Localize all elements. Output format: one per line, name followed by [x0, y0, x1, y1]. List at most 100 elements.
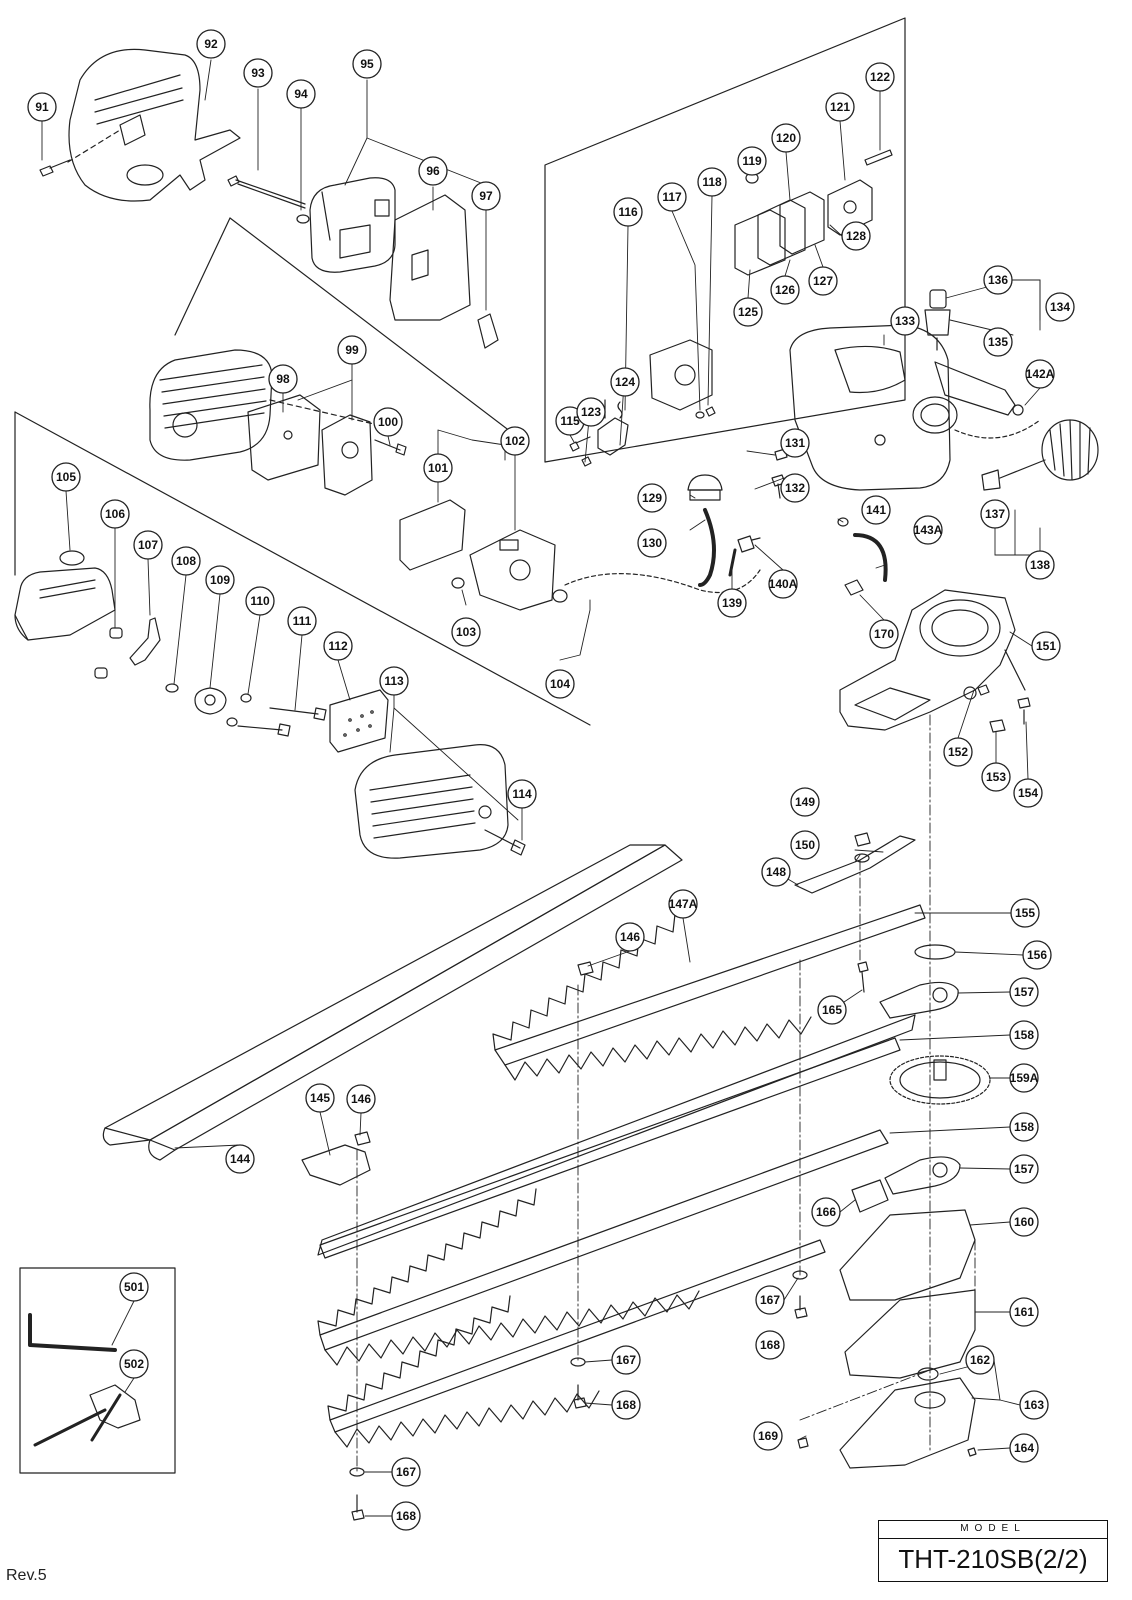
- callout-104: 104: [550, 677, 570, 691]
- callout-circle-107: [133, 530, 163, 560]
- part-110-washer: [240, 693, 252, 703]
- callout-502: 502: [124, 1357, 144, 1371]
- callout-circle-149: [790, 787, 820, 817]
- part-169-screw: [797, 1437, 809, 1449]
- part-168-bolt-b: [573, 1384, 587, 1409]
- part-121-cover: [827, 179, 873, 236]
- part-99-insulator: [321, 414, 373, 496]
- callout-101: 101: [428, 461, 448, 475]
- callout-circle-157-b: [1009, 1154, 1039, 1184]
- callout-162: 162: [970, 1353, 990, 1367]
- callout-circle-136: [983, 265, 1013, 295]
- callout-157-a: 157: [1014, 985, 1034, 999]
- part-93-bolt: [227, 175, 306, 209]
- callout-circle-95: [352, 49, 382, 79]
- part-100-bolt: [374, 439, 407, 456]
- part-105-air-cleaner-case: [14, 550, 116, 641]
- callout-circle-164: [1009, 1433, 1039, 1463]
- callout-135: 135: [988, 335, 1008, 349]
- part-149-nut: [854, 832, 871, 847]
- part-168-bolt-a: [794, 1295, 808, 1319]
- callout-122: 122: [870, 70, 890, 84]
- callout-117: 117: [662, 190, 682, 204]
- callout-158-b: 158: [1014, 1120, 1034, 1134]
- callout-155: 155: [1015, 906, 1035, 920]
- part-158-blade-lower: [317, 1129, 889, 1366]
- part-154-bolt: [1017, 697, 1031, 725]
- callout-circle-118: [697, 167, 727, 197]
- callout-circle-168-b: [611, 1390, 641, 1420]
- part-133-fuel-tank: [789, 324, 958, 491]
- part-lower-blade-2: [327, 1239, 826, 1448]
- callout-161: 161: [1014, 1305, 1034, 1319]
- part-141-grommet: [837, 517, 849, 527]
- callout-circle-114: [507, 779, 537, 809]
- callout-circle-100: [373, 407, 403, 437]
- part-92-engine-cover: [68, 48, 241, 202]
- callout-114: 114: [512, 787, 532, 801]
- callout-109: 109: [210, 573, 230, 587]
- part-104-o-ring: [552, 589, 568, 603]
- callout-120: 120: [776, 131, 796, 145]
- part-139-pipe: [728, 548, 737, 577]
- part-97-gasket: [477, 313, 499, 349]
- callout-144: 144: [230, 1152, 250, 1166]
- callout-circle-165: [817, 995, 847, 1025]
- part-138-tank-cap: [999, 419, 1099, 481]
- callout-circle-125: [733, 297, 763, 327]
- part-113-air-cleaner-cover: [354, 744, 509, 859]
- callout-146-a: 146: [351, 1092, 371, 1106]
- part-160-gasket: [839, 1209, 976, 1301]
- callout-circle-121: [825, 92, 855, 122]
- callout-110: 110: [250, 594, 270, 608]
- part-167-washer-c: [349, 1467, 365, 1477]
- callout-circle-153: [981, 762, 1011, 792]
- part-106-collar: [109, 627, 123, 639]
- part-150-washer: [854, 853, 870, 863]
- callout-108: 108: [176, 554, 196, 568]
- part-130-fuel-pipe: [698, 508, 716, 587]
- callout-circle-128: [841, 221, 871, 251]
- part-118-screw: [705, 406, 716, 417]
- callout-127: 127: [813, 274, 833, 288]
- callout-circle-157-a: [1009, 977, 1039, 1007]
- part-94-washer: [296, 214, 310, 224]
- callout-126: 126: [775, 283, 795, 297]
- callout-circle-110: [245, 586, 275, 616]
- callout-153: 153: [986, 770, 1006, 784]
- callout-circle-132: [780, 473, 810, 503]
- part-122-screw: [864, 149, 893, 166]
- callout-169: 169: [758, 1429, 778, 1443]
- part-156-washer: [914, 944, 956, 960]
- callout-116: 116: [618, 205, 638, 219]
- tools-box: [19, 1267, 176, 1474]
- callout-166: 166: [816, 1205, 836, 1219]
- callout-93: 93: [251, 66, 265, 80]
- part-161-cover-plate: [844, 1289, 976, 1379]
- callout-112: 112: [328, 639, 348, 653]
- part-137-cap-strap: [981, 469, 1001, 491]
- model-title-block: MODEL THT-210SB(2/2): [878, 1520, 1108, 1582]
- callout-167-a: 167: [760, 1293, 780, 1307]
- part-140A-fitting: [737, 535, 761, 553]
- callout-130: 130: [642, 536, 662, 550]
- callout-circle-168-c: [391, 1501, 421, 1531]
- callout-circle-158-a: [1009, 1020, 1039, 1050]
- part-135-valve: [924, 309, 951, 351]
- callout-128: 128: [846, 229, 866, 243]
- callout-circle-120: [771, 123, 801, 153]
- callout-137: 137: [985, 507, 1005, 521]
- callout-147A: 147A: [669, 897, 698, 911]
- callout-170: 170: [874, 627, 894, 641]
- callout-circle-104: [545, 669, 575, 699]
- callout-circle-113: [379, 666, 409, 696]
- part-103-nut: [451, 577, 465, 589]
- callout-149: 149: [795, 795, 815, 809]
- part-91-screw: [39, 159, 71, 177]
- callout-circle-148: [761, 857, 791, 887]
- part-157-crank-lower: [884, 1156, 961, 1195]
- part-112-air-filter: [329, 689, 389, 753]
- part-158-blade-upper: [319, 1037, 901, 1259]
- callout-circle-105: [51, 462, 81, 492]
- callout-circle-161: [1009, 1297, 1039, 1327]
